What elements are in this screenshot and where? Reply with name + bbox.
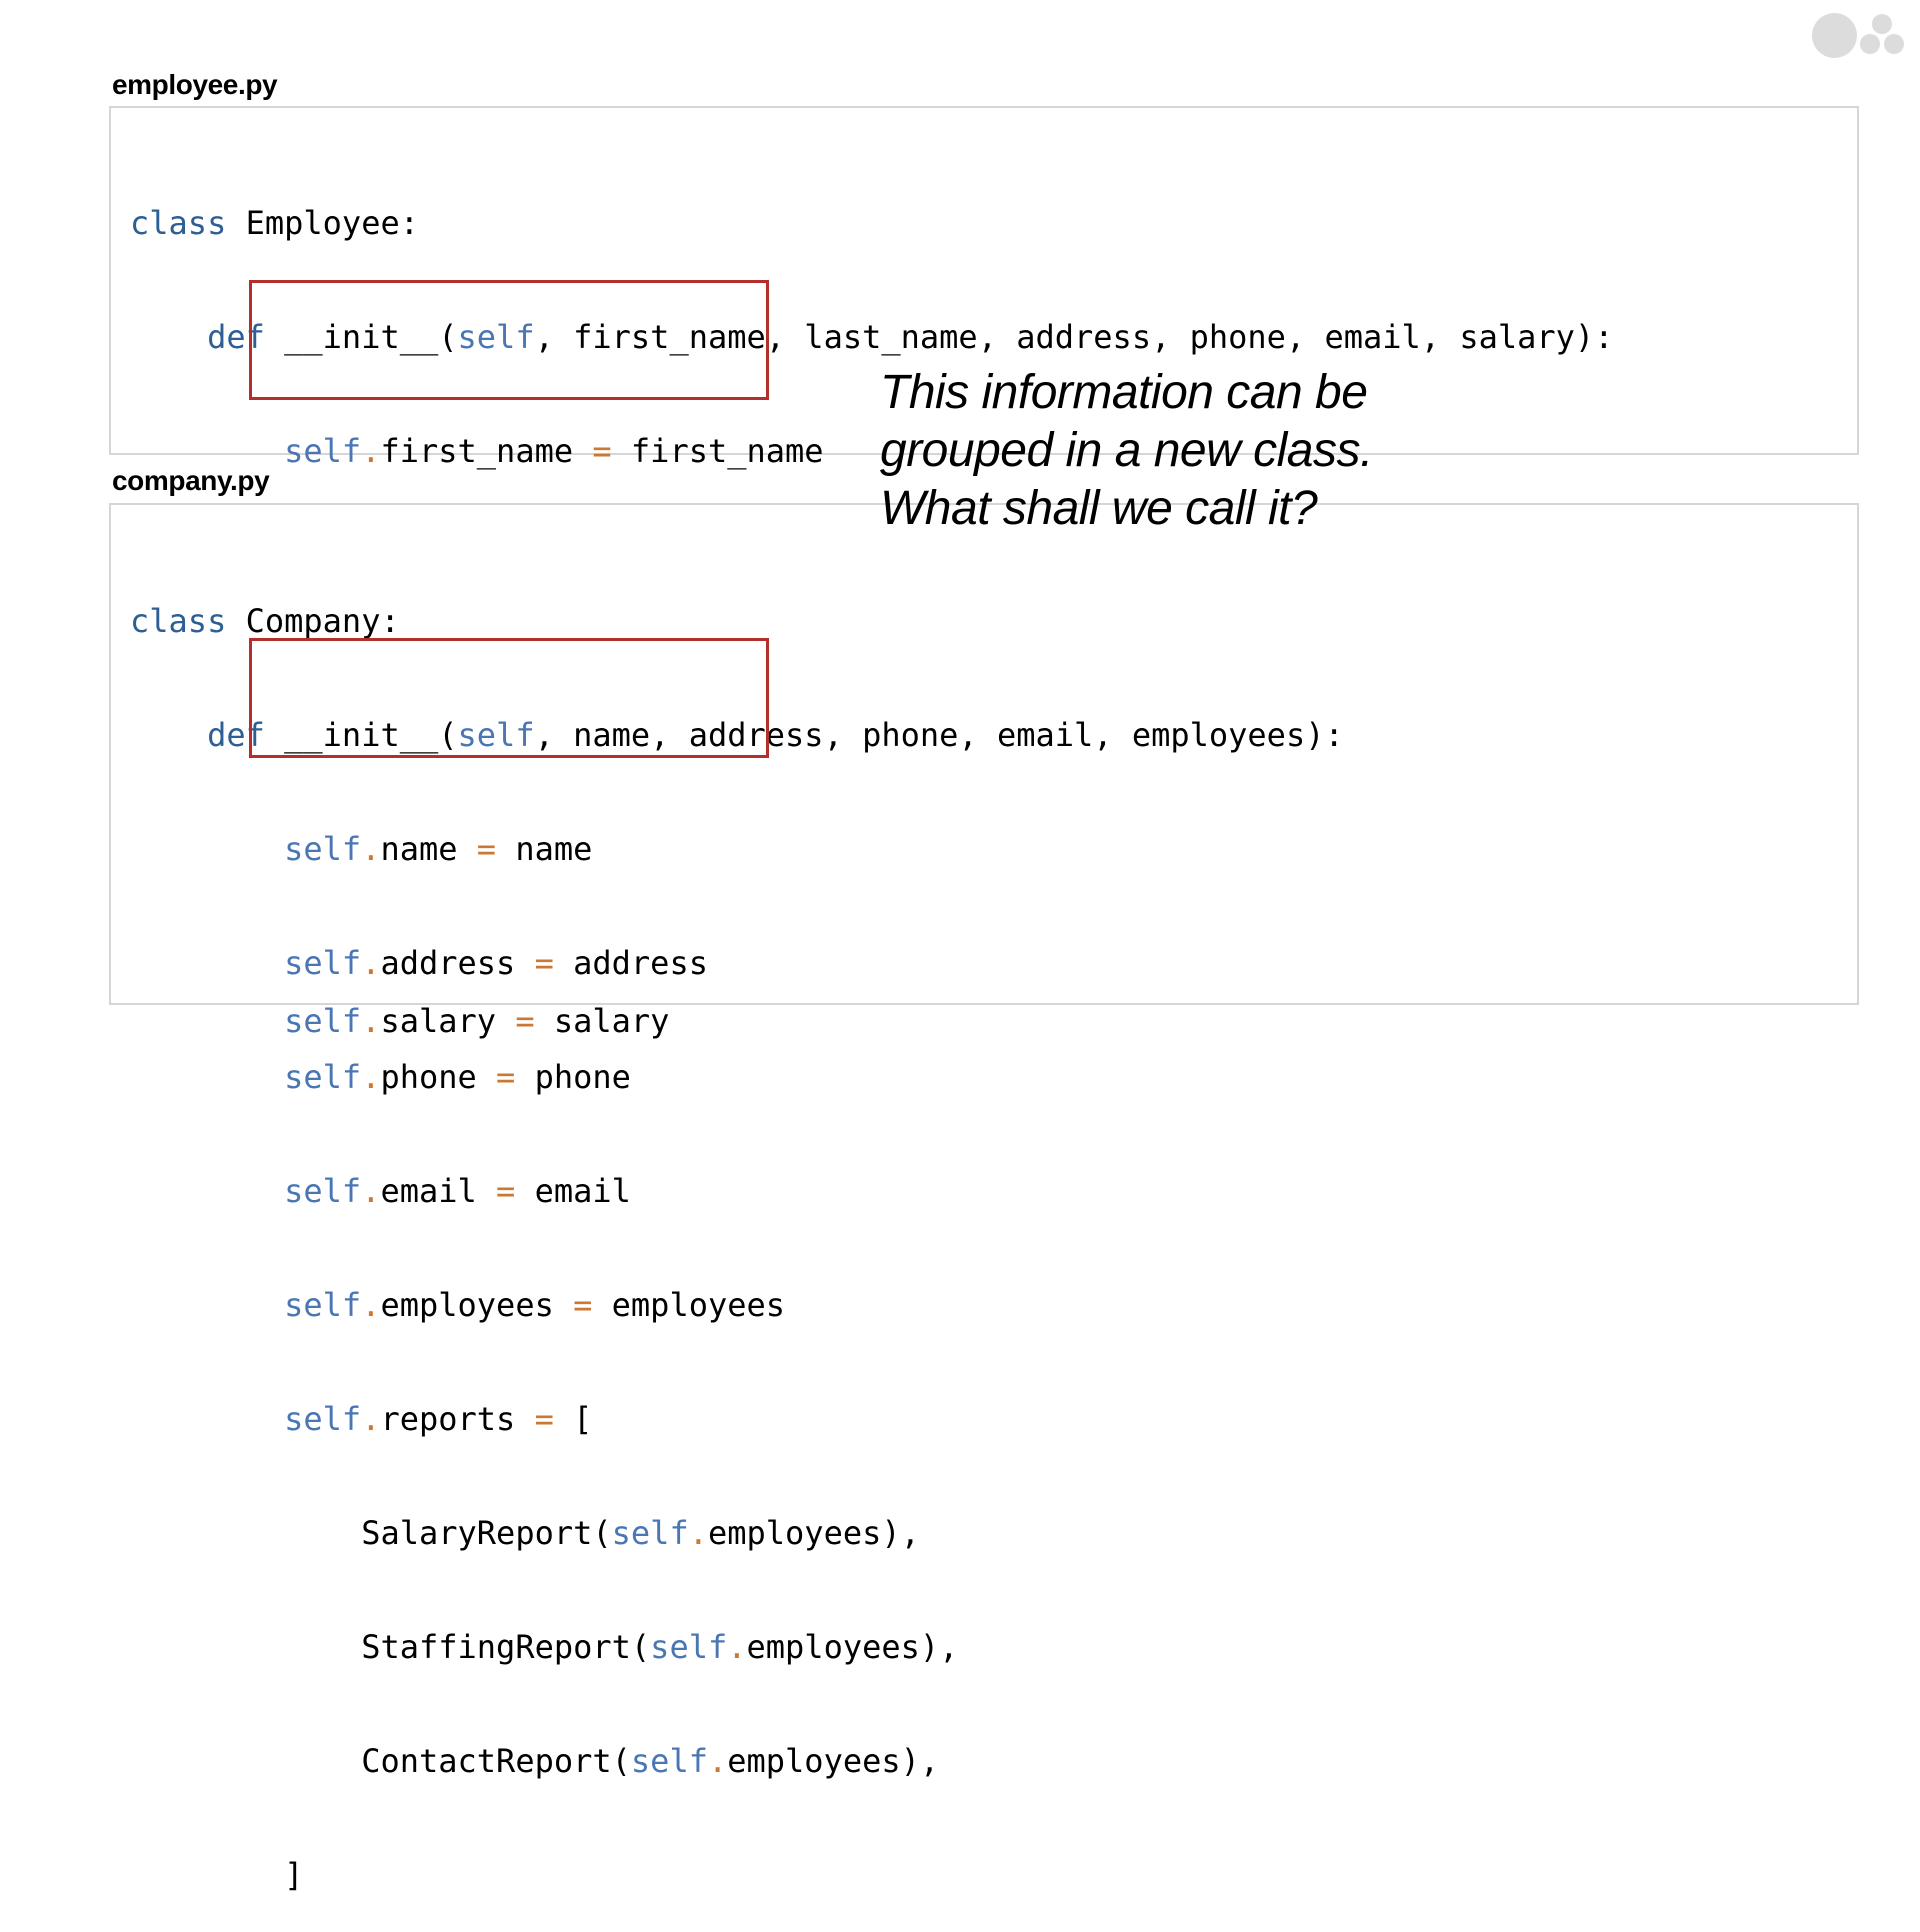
code-token: Company: <box>226 602 400 640</box>
code-token: reports <box>380 1400 535 1438</box>
code-token: = <box>573 1286 593 1324</box>
code-token: self <box>130 1172 362 1210</box>
company-code-panel <box>109 503 1859 1005</box>
code-token: . <box>361 1172 381 1210</box>
code-token: class <box>130 602 227 640</box>
code-token: email <box>380 1172 497 1210</box>
logo-dot-small <box>1884 34 1904 54</box>
code-line: self.first_name = first_name <box>130 432 1613 470</box>
code-token: [ <box>553 1400 593 1438</box>
code-token: address <box>553 944 708 982</box>
code-line: class Company: <box>130 602 1344 640</box>
code-token: = <box>515 1002 535 1040</box>
code-token: = <box>592 432 612 470</box>
logo-dot-small <box>1860 34 1880 54</box>
code-token: employees), <box>727 1742 940 1780</box>
code-token: . <box>361 1002 381 1040</box>
code-token: self <box>457 716 535 754</box>
code-token: name <box>380 830 477 868</box>
code-line: self.phone = phone <box>130 1058 1344 1096</box>
code-token: self <box>611 1514 689 1552</box>
code-token: . <box>361 944 381 982</box>
code-token: self <box>650 1628 728 1666</box>
code-token: first_name <box>380 432 593 470</box>
code-line: self.employees = employees <box>130 1286 1344 1324</box>
code-token: StaffingReport( <box>130 1628 651 1666</box>
code-token: , first_name, last_name, address, phone,… <box>534 318 1614 356</box>
code-token: self <box>130 944 362 982</box>
code-line: class Employee: <box>130 204 1613 242</box>
code-line: self.name = name <box>130 830 1344 868</box>
code-token: self <box>130 1286 362 1324</box>
code-token: employees), <box>746 1628 959 1666</box>
code-line: ContactReport(self.employees), <box>130 1742 1344 1780</box>
code-token: Employee: <box>226 204 419 242</box>
code-line: ] <box>130 1856 1344 1894</box>
annotation-note-line: What shall we call it? <box>880 482 1318 535</box>
annotation-note: This information can be grouped in a new… <box>880 364 1500 538</box>
code-line: self.address = address <box>130 944 1344 982</box>
code-token: __init__( <box>264 318 458 356</box>
code-token: self <box>130 1002 362 1040</box>
code-token: employees), <box>707 1514 920 1552</box>
code-token: , name, address, phone, email, employees… <box>534 716 1344 754</box>
code-token: first_name <box>611 432 824 470</box>
code-token: salary <box>380 1002 516 1040</box>
code-line: def __init__(self, first_name, last_name… <box>130 318 1613 356</box>
code-token: __init__( <box>264 716 458 754</box>
code-token: = <box>476 830 497 868</box>
code-line: SalaryReport(self.employees), <box>130 1514 1344 1552</box>
code-token: self <box>130 830 362 868</box>
code-token: . <box>361 830 381 868</box>
code-line: StaffingReport(self.employees), <box>130 1628 1344 1666</box>
code-token: def <box>130 716 265 754</box>
code-token: address <box>380 944 535 982</box>
code-token: phone <box>515 1058 631 1096</box>
employee-filename: employee.py <box>112 69 278 100</box>
code-token: = <box>534 1400 554 1438</box>
code-token: class <box>130 204 227 242</box>
code-token: . <box>361 1058 381 1096</box>
code-line: self.email = email <box>130 1172 1344 1210</box>
code-line: self.salary = salary <box>130 1002 1613 1040</box>
code-token: SalaryReport( <box>130 1514 612 1552</box>
code-token: def <box>130 318 265 356</box>
code-token: self <box>630 1742 708 1780</box>
code-token: = <box>534 944 554 982</box>
code-token: ContactReport( <box>130 1742 631 1780</box>
code-token: employees <box>380 1286 574 1324</box>
code-token: self <box>130 1400 362 1438</box>
code-token: . <box>361 1286 381 1324</box>
code-token: email <box>515 1172 631 1210</box>
code-token: . <box>361 1400 381 1438</box>
brand-logo-icon <box>1800 10 1920 70</box>
code-token: = <box>496 1058 516 1096</box>
logo-dot-small <box>1872 14 1892 34</box>
code-token: salary <box>534 1002 670 1040</box>
annotation-note-line: This information can be <box>880 366 1368 419</box>
code-token: self <box>457 318 535 356</box>
code-token: = <box>496 1172 516 1210</box>
code-token: name <box>496 830 593 868</box>
employee-contact-highlight-box <box>249 280 769 400</box>
code-token: . <box>688 1514 708 1552</box>
code-token: self <box>130 1058 362 1096</box>
code-line: self.reports = [ <box>130 1400 1344 1438</box>
code-line: def __init__(self, name, address, phone,… <box>130 716 1344 754</box>
code-token: employees <box>592 1286 786 1324</box>
code-token: . <box>361 432 381 470</box>
company-filename: company.py <box>112 465 270 496</box>
code-token: phone <box>380 1058 497 1096</box>
annotation-note-line: grouped in a new class. <box>880 424 1373 477</box>
company-contact-highlight-box <box>249 638 769 758</box>
code-token: ] <box>130 1856 304 1894</box>
code-token: . <box>707 1742 728 1780</box>
code-token: . <box>727 1628 747 1666</box>
logo-dot-large <box>1812 13 1857 58</box>
code-token: self <box>130 432 362 470</box>
